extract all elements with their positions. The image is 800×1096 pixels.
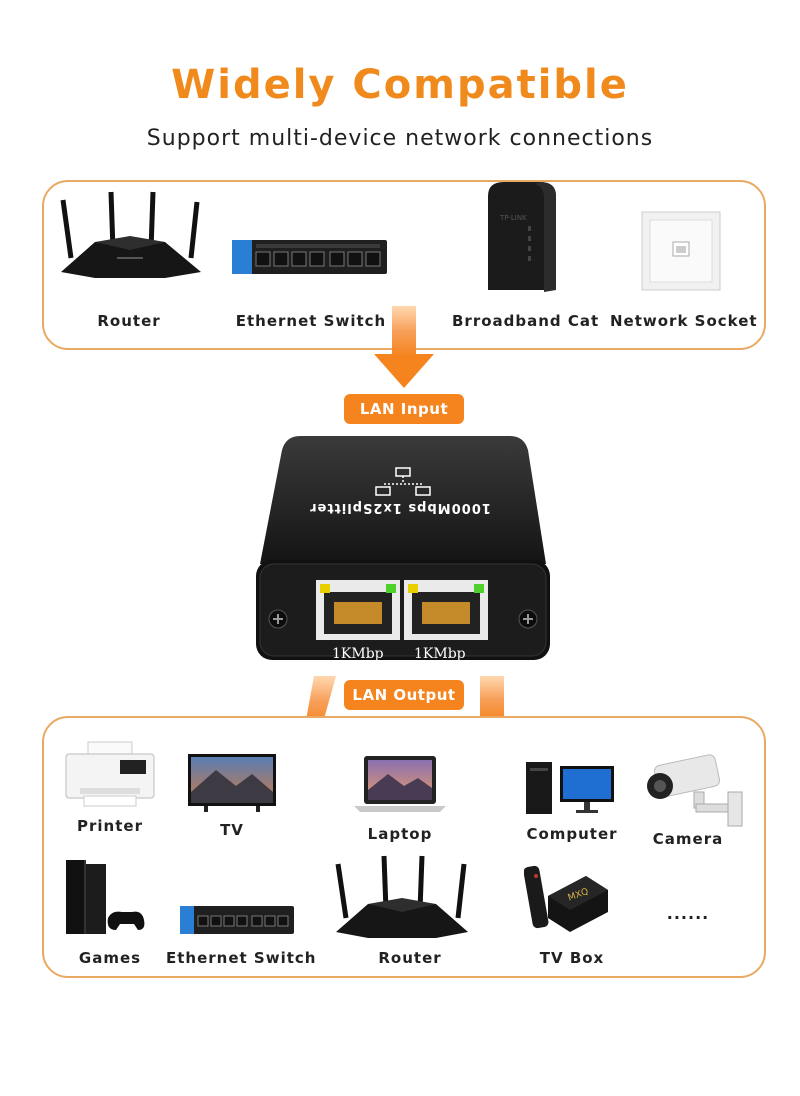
output-device-label: Printer <box>77 817 143 835</box>
computer-icon <box>526 762 614 814</box>
camera-icon <box>647 754 743 827</box>
input-device-label: Brroadband Cat <box>452 312 600 330</box>
output-device-label: Router <box>378 949 442 967</box>
network-socket-icon <box>641 211 721 291</box>
output-device-label: Camera <box>652 830 724 848</box>
output-device-label: TV Box <box>539 949 605 967</box>
output-device-label: Games <box>78 949 142 967</box>
broadband-modem-icon: TP-LINK <box>488 182 556 292</box>
tv-icon <box>188 754 276 812</box>
lan-input-badge: LAN Input <box>344 394 464 424</box>
splitter-device <box>256 436 550 660</box>
page-subtitle: Support multi-device network connections <box>146 126 654 151</box>
output-device-label: Laptop <box>367 825 433 843</box>
page-title: Widely Compatible <box>171 62 629 108</box>
printer-icon <box>65 741 155 807</box>
output-device-label: TV <box>220 821 244 839</box>
game-console-icon <box>66 860 145 934</box>
ethernet-switch-icon <box>180 906 294 934</box>
ethernet-switch-icon <box>232 240 387 274</box>
output-device-label: Ethernet Switch <box>166 949 317 967</box>
port-label-right: 1KMbp <box>414 646 466 662</box>
input-device-label: Ethernet Switch <box>235 312 387 330</box>
more-icon: ...... <box>666 904 710 923</box>
input-device-label: Network Socket <box>610 312 758 330</box>
output-device-label: Computer <box>526 825 618 843</box>
laptop-icon <box>354 756 446 812</box>
input-device-label: Router <box>97 312 161 330</box>
svg-text:TP-LINK: TP-LINK <box>499 214 527 222</box>
port-label-left: 1KMbp <box>332 646 384 662</box>
lan-output-badge: LAN Output <box>344 680 464 710</box>
router-icon <box>60 191 201 278</box>
router-icon <box>335 855 468 938</box>
tv-box-icon: MXQ <box>524 865 608 932</box>
input-arrow-icon <box>374 306 434 388</box>
splitter-name: 1000Mbps 1x2Splitter <box>309 500 491 515</box>
